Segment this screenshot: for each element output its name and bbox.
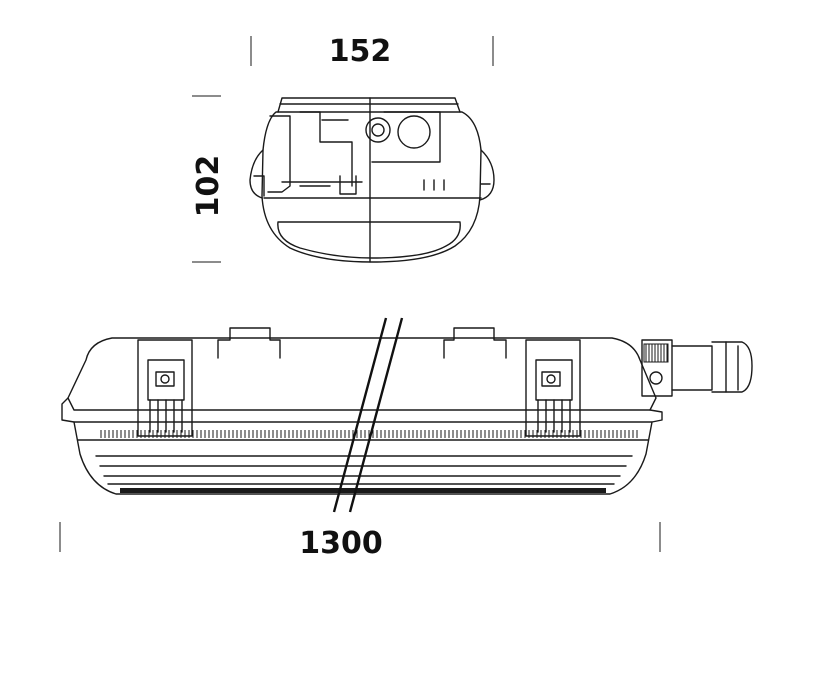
- side-view: [61, 317, 753, 513]
- length-dimension: 1300: [59, 522, 661, 561]
- height-label: 102: [191, 155, 226, 218]
- end-section-view: [249, 97, 495, 263]
- left-clip: [137, 339, 193, 437]
- height-dimension: 102: [191, 95, 226, 263]
- cable-gland: [641, 339, 753, 397]
- width-label: 152: [329, 34, 392, 69]
- length-label: 1300: [299, 526, 383, 561]
- width-dimension: 152: [250, 34, 494, 69]
- right-clip: [525, 339, 581, 437]
- break-line-right: [348, 317, 404, 513]
- break-line-left: [332, 317, 388, 513]
